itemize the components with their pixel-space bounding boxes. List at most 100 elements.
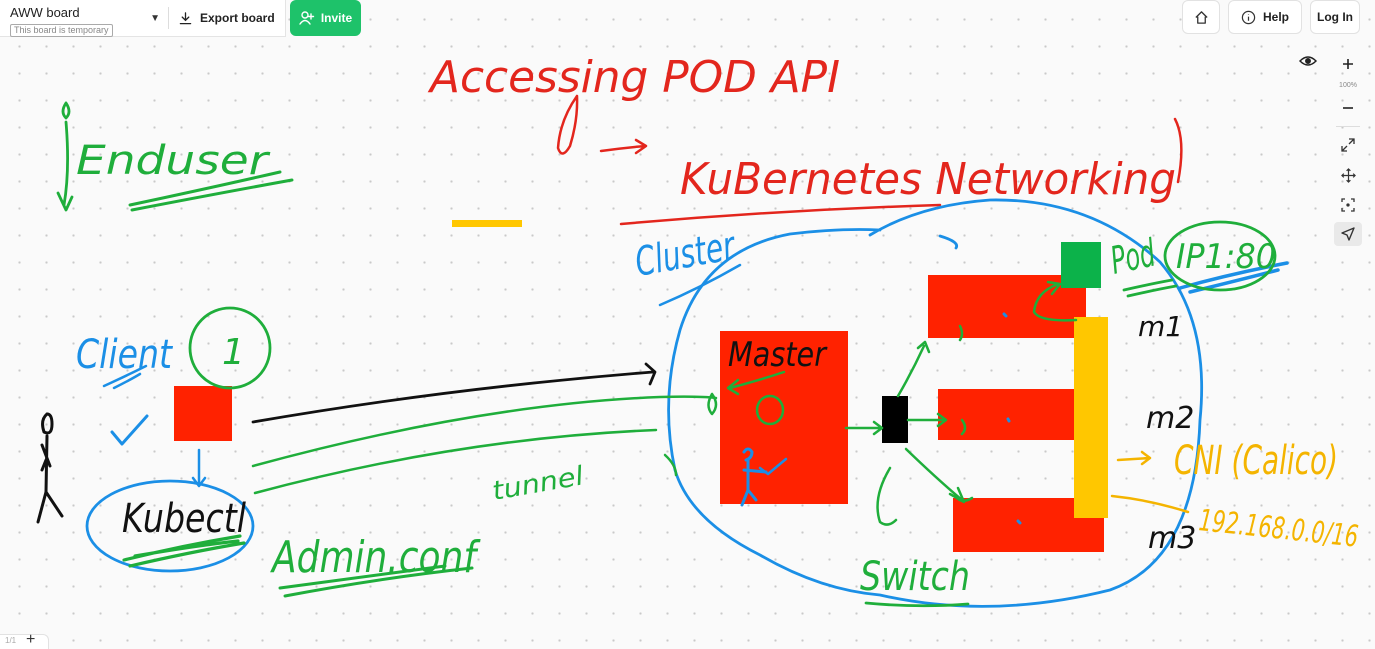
help-label: Help bbox=[1262, 10, 1289, 24]
enduser-underline bbox=[128, 170, 294, 212]
cluster-underline bbox=[658, 263, 742, 307]
header-actions: Help Log In bbox=[1182, 0, 1360, 34]
expand-icon bbox=[1341, 138, 1355, 152]
add-page-button[interactable]: + bbox=[26, 631, 35, 649]
board-status-badge: This board is temporary bbox=[10, 23, 113, 37]
tunnel-text: tunnel bbox=[490, 461, 587, 507]
master-box bbox=[720, 331, 848, 504]
switch-text: Switch bbox=[860, 554, 970, 600]
help-button[interactable]: Help bbox=[1228, 0, 1302, 34]
m1-text: m1 bbox=[1138, 310, 1183, 343]
node-glyphs bbox=[954, 324, 974, 502]
master-to-switch bbox=[844, 420, 884, 436]
enduser-text: Enduser bbox=[76, 138, 271, 184]
move-icon bbox=[1340, 167, 1356, 183]
plus-icon bbox=[1343, 59, 1353, 69]
eye-icon bbox=[1299, 56, 1317, 66]
pod-underline bbox=[1122, 278, 1178, 298]
title-bracket bbox=[556, 94, 579, 155]
cluster-text: Cluster bbox=[632, 223, 740, 286]
download-icon bbox=[179, 11, 192, 24]
zoom-out-button[interactable] bbox=[1334, 96, 1362, 120]
pod-square bbox=[1061, 242, 1101, 288]
switch-to-m2 bbox=[906, 412, 948, 428]
cidr-line bbox=[1110, 494, 1190, 514]
yellow-dash-shape bbox=[452, 220, 522, 227]
client-check bbox=[110, 414, 149, 446]
tunnel-line-bottom bbox=[253, 428, 658, 495]
stick-figure bbox=[36, 412, 64, 524]
chevron-down-icon[interactable]: ▼ bbox=[150, 12, 160, 24]
pod-arrow bbox=[1032, 280, 1078, 322]
client-number-circle bbox=[188, 306, 272, 390]
m3-text: m3 bbox=[1148, 521, 1196, 556]
master-arrow bbox=[726, 370, 786, 396]
client-text: Client bbox=[76, 332, 173, 378]
title-arrow bbox=[599, 138, 648, 155]
switch-underline bbox=[864, 601, 970, 608]
pan-button[interactable] bbox=[1334, 163, 1362, 187]
info-icon bbox=[1241, 10, 1256, 24]
admin-underline bbox=[278, 564, 474, 598]
home-button[interactable] bbox=[1182, 0, 1220, 34]
toolbar-divider bbox=[168, 7, 169, 29]
client-box bbox=[174, 386, 232, 441]
client-to-cluster-arrow bbox=[251, 362, 657, 424]
minus-icon bbox=[1343, 107, 1353, 109]
tunnel-line-top bbox=[251, 395, 718, 468]
switch-to-m3 bbox=[904, 447, 966, 504]
client-underline bbox=[102, 364, 148, 390]
networking-bracket bbox=[1173, 117, 1183, 184]
switch-bracket bbox=[876, 466, 898, 526]
master-circle bbox=[755, 394, 785, 426]
pod-text: Pod bbox=[1107, 231, 1160, 283]
cni-bar bbox=[1074, 317, 1108, 518]
login-label: Log In bbox=[1317, 10, 1353, 24]
title-text: Accessing POD API bbox=[427, 52, 840, 103]
master-user-figure bbox=[740, 447, 768, 507]
blue-dot-1 bbox=[1002, 312, 1022, 525]
export-board-button[interactable]: Export board bbox=[169, 0, 285, 36]
board-name[interactable]: AWW board bbox=[10, 4, 80, 20]
controls-divider bbox=[1336, 126, 1360, 127]
pointer-icon bbox=[1341, 227, 1355, 241]
kubectl-underline bbox=[122, 534, 246, 568]
subtitle-text: KuBernetes Networking bbox=[680, 154, 1176, 205]
board-toolbar: AWW board This board is temporary ▼ Expo… bbox=[0, 0, 286, 37]
fit-screen-button[interactable] bbox=[1334, 133, 1362, 157]
view-mode-button[interactable] bbox=[1296, 50, 1320, 72]
login-button[interactable]: Log In bbox=[1310, 0, 1360, 34]
zoom-in-button[interactable] bbox=[1334, 52, 1362, 76]
invite-label: Invite bbox=[320, 11, 353, 25]
cni-text: CNI (Calico) bbox=[1174, 438, 1338, 484]
switch-to-m1 bbox=[896, 340, 931, 398]
home-icon bbox=[1194, 10, 1208, 24]
page-controls: 1/1 + bbox=[0, 631, 49, 649]
client-to-kubectl-arrow bbox=[191, 448, 207, 488]
select-tool-button[interactable] bbox=[1334, 222, 1362, 246]
switch-box bbox=[882, 396, 908, 443]
master-check bbox=[758, 457, 788, 476]
board-menu[interactable]: AWW board This board is temporary ▼ bbox=[0, 2, 168, 37]
admin-text: Admin.conf bbox=[270, 532, 482, 583]
master-text: Master bbox=[728, 335, 828, 375]
master-bracket bbox=[707, 392, 718, 416]
focus-icon bbox=[1341, 198, 1355, 212]
title-underline bbox=[619, 203, 942, 226]
pod-ip-ellipse bbox=[1163, 220, 1277, 292]
client-number-text: 1 bbox=[222, 332, 245, 373]
page-indicator: 1/1 bbox=[5, 636, 17, 645]
kubectl-ellipse bbox=[85, 479, 255, 573]
cni-arrow bbox=[1116, 450, 1152, 466]
invite-button[interactable]: Invite bbox=[290, 0, 361, 36]
enduser-bracket bbox=[56, 101, 74, 212]
cluster-left-bracket bbox=[663, 453, 678, 477]
add-user-icon bbox=[299, 11, 315, 25]
plus-icon: + bbox=[26, 631, 36, 648]
zoom-level: 100% bbox=[1339, 82, 1357, 89]
focus-button[interactable] bbox=[1334, 193, 1362, 217]
export-board-label: Export board bbox=[200, 11, 275, 25]
pod-ip-text: IP1:80 bbox=[1176, 237, 1276, 277]
node-box-m2 bbox=[938, 389, 1078, 440]
